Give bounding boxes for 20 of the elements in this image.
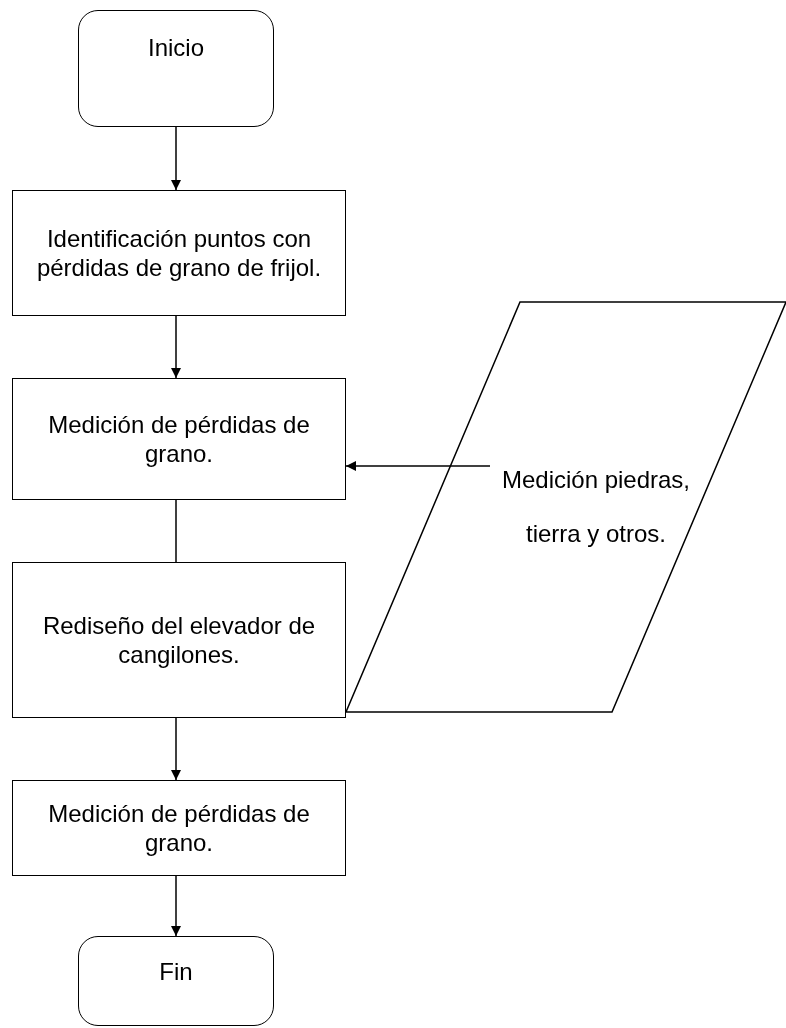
arrow bbox=[171, 875, 181, 937]
process-box bbox=[12, 378, 346, 500]
node-text: Medición de pérdidas de grano. bbox=[47, 410, 311, 468]
process-box bbox=[12, 190, 346, 316]
terminal-box bbox=[78, 10, 274, 127]
node-text: Inicio bbox=[148, 33, 204, 62]
node-text: Medición de pérdidas de grano. bbox=[47, 799, 311, 857]
process-box bbox=[12, 780, 346, 876]
arrow bbox=[345, 461, 491, 471]
connector-line bbox=[175, 499, 177, 563]
arrow bbox=[171, 717, 181, 781]
arrow bbox=[171, 315, 181, 379]
data-parallelogram bbox=[346, 302, 786, 712]
process-box bbox=[12, 562, 346, 718]
arrow bbox=[171, 126, 181, 191]
node-text: Rediseño del elevador de cangilones. bbox=[41, 611, 317, 669]
node-text: Identificación puntos con pérdidas de grano de frijol. bbox=[35, 224, 323, 282]
terminal-box bbox=[78, 936, 274, 1026]
node-text: Medición piedras, tierra y otros. bbox=[500, 465, 692, 549]
node-text: Fin bbox=[159, 957, 193, 986]
